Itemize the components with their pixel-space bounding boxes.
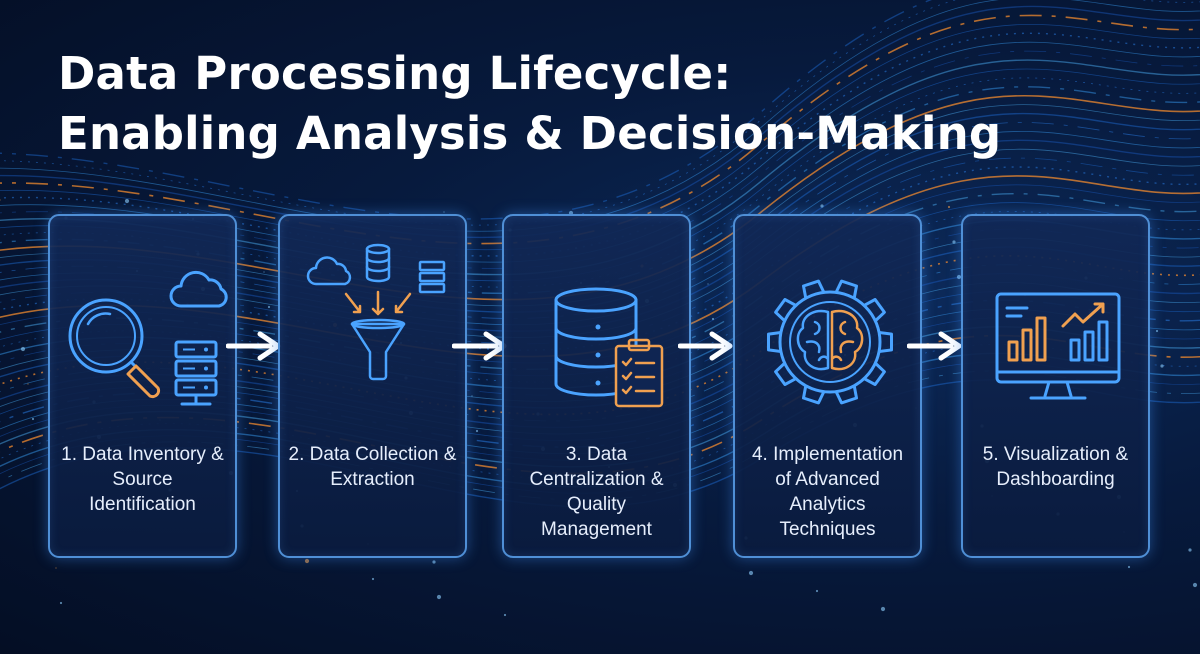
light-stream — [0, 5, 1200, 239]
light-particle — [124, 198, 130, 204]
step-card-4: 4. Implementation of Advanced Analytics … — [733, 214, 922, 558]
light-particle — [711, 317, 715, 321]
arrow-right-icon — [906, 328, 967, 364]
light-particle — [820, 204, 824, 208]
step-label-1: 1. Data Inventory & Source Identificatio… — [61, 444, 224, 515]
gear-brain-icon — [767, 279, 893, 405]
light-particle — [304, 558, 310, 564]
monitor-chart-icon — [995, 292, 1121, 400]
light-particle — [1188, 548, 1192, 552]
light-particle — [432, 560, 436, 564]
light-particle — [1127, 565, 1131, 569]
light-particle — [748, 570, 754, 576]
gear-tooth — [767, 331, 782, 353]
gear-tooth — [863, 298, 886, 322]
step-label-2: 2. Data Collection & Extraction — [288, 444, 457, 490]
step-label-4: 4. Implementation of Advanced Analytics … — [751, 444, 904, 540]
gear-tooth — [774, 362, 797, 386]
step-card-1: 1. Data Inventory & Source Identificatio… — [48, 214, 237, 558]
light-particle — [880, 606, 886, 612]
gear-tooth — [863, 362, 886, 386]
light-particle — [952, 240, 956, 244]
arrow-right-icon — [225, 328, 286, 364]
gear-tooth — [834, 279, 858, 299]
light-particle — [1192, 582, 1198, 588]
light-stream — [0, 14, 1200, 245]
light-particle — [707, 283, 709, 285]
light-particle — [471, 395, 473, 397]
step-label-5: 5. Visualization & Dashboarding — [982, 444, 1129, 490]
light-particle — [263, 271, 265, 273]
light-particle — [20, 346, 26, 352]
magnifier-cloud-server-icon — [68, 270, 228, 406]
gear-tooth — [834, 385, 858, 405]
light-stream — [0, 166, 1200, 351]
arrow-right-icon — [677, 328, 738, 364]
light-particle — [267, 305, 271, 309]
step-card-5: 5. Visualization & Dashboarding — [961, 214, 1150, 558]
light-particle — [371, 577, 375, 581]
gear-tooth — [802, 279, 826, 299]
light-particle — [1160, 364, 1164, 368]
light-particle — [436, 594, 442, 600]
gear-tooth — [802, 385, 826, 405]
light-particle — [59, 601, 63, 605]
gear-tooth — [774, 298, 797, 322]
light-particle — [503, 613, 507, 617]
gear-tooth — [878, 331, 893, 353]
database-checklist-icon — [554, 287, 664, 408]
light-particle — [956, 274, 962, 280]
step-card-2: 2. Data Collection & Extraction — [278, 214, 467, 558]
page-title: Data Processing Lifecycle: Enabling Anal… — [58, 44, 1001, 164]
light-particle — [1155, 329, 1159, 333]
light-particle — [443, 211, 445, 213]
light-particle — [947, 205, 951, 209]
light-particle — [0, 199, 1, 201]
light-particle — [475, 429, 479, 433]
funnel-collection-icon — [306, 243, 446, 381]
light-stream — [0, 23, 1200, 251]
light-particle — [27, 383, 29, 385]
light-particle — [31, 417, 35, 421]
light-stream — [0, 0, 1200, 232]
light-stream — [0, 0, 933, 220]
title-line-2: Enabling Analysis & Decision-Making — [58, 107, 1002, 160]
step-label-3: 3. Data Centralization & Quality Managem… — [529, 444, 664, 540]
step-card-3: 3. Data Centralization & Quality Managem… — [502, 214, 691, 558]
light-particle — [55, 567, 57, 569]
light-particle — [815, 589, 819, 593]
title-line-1: Data Processing Lifecycle: — [58, 47, 732, 100]
